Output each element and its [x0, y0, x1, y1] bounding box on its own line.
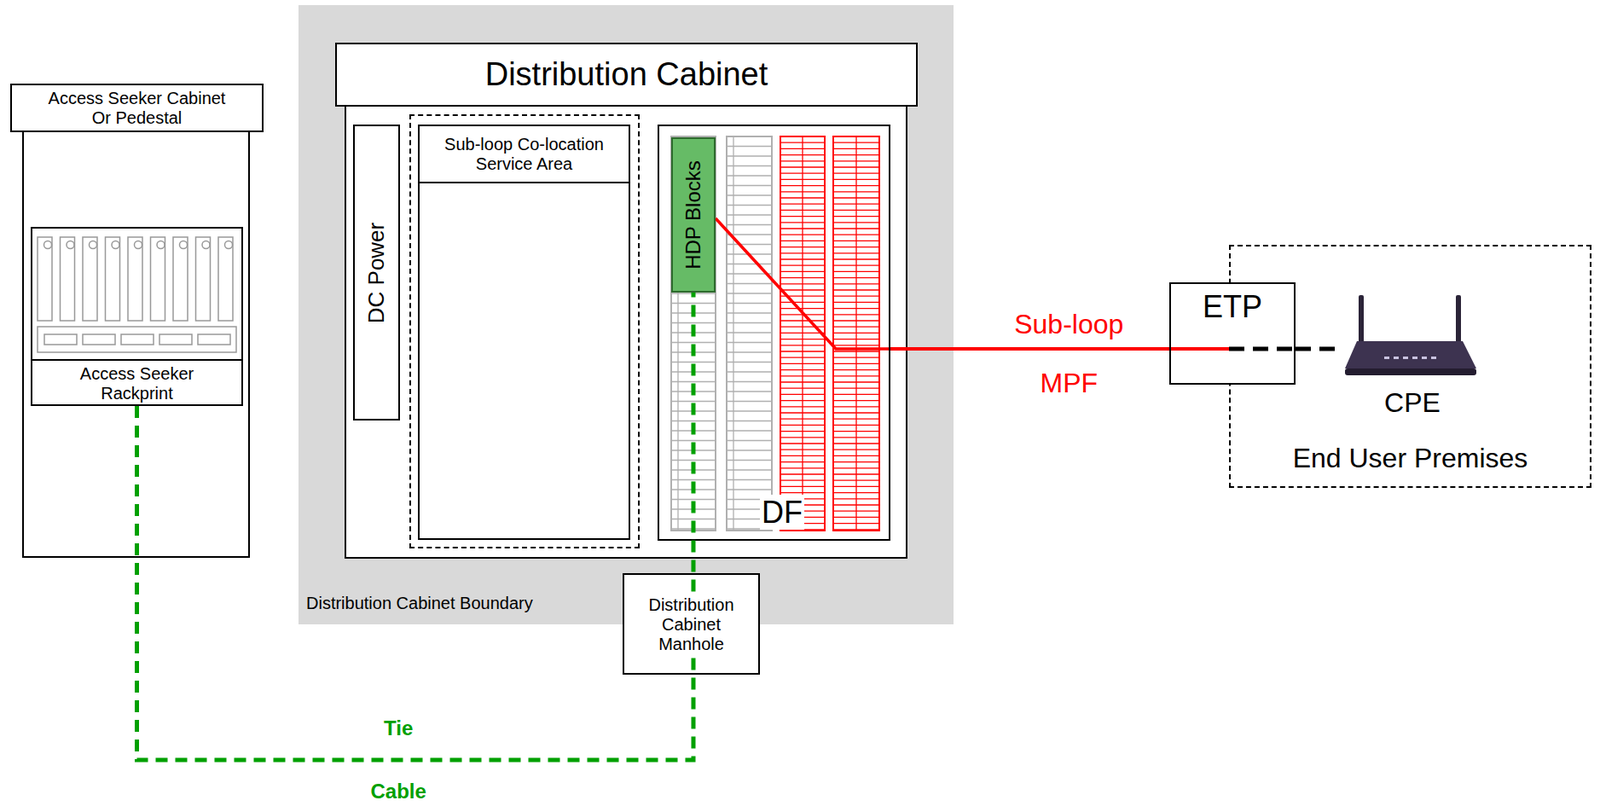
node-label: End User Premises: [1230, 442, 1590, 475]
node-label: CPE: [1339, 387, 1485, 419]
router-light: [1393, 356, 1399, 360]
co-location-area: Sub-loop Co-location Service Area: [409, 114, 640, 549]
router-light: [1431, 356, 1437, 360]
rack-bar: [37, 326, 237, 353]
router-light: [1402, 356, 1409, 360]
node-label: HDP Blocks: [681, 160, 706, 270]
rack-port: [197, 334, 231, 345]
node-label: Distribution Cabinet Boundary: [306, 593, 534, 614]
cabinet-box: Access Seeker Cabinet Or PedestalAccess …: [22, 130, 250, 558]
rack-slot: [173, 237, 188, 321]
rack-slot: [196, 237, 211, 321]
rack-slot: [105, 237, 121, 321]
cabinet-boundary: Distribution Cabinet Boundary Distributio…: [298, 5, 954, 625]
slot-led: [225, 241, 233, 250]
block-column: [780, 136, 825, 531]
rack-port: [121, 334, 154, 345]
block-rows: [833, 136, 880, 531]
block-rows: [671, 136, 716, 531]
node-label: DF: [759, 494, 805, 530]
service-label: MPF: [1040, 367, 1099, 400]
dc-power-box: DC Power: [353, 124, 400, 421]
slot-led: [202, 241, 210, 250]
slot-led: [66, 241, 75, 250]
node-label: Access Seeker Rackprint: [30, 359, 244, 406]
rack-slot: [150, 237, 166, 321]
premises-wire: [1228, 347, 1294, 352]
router-body: [1344, 341, 1477, 369]
rack-slot: [82, 237, 98, 321]
rack-slot: [127, 237, 143, 321]
node-label: Distribution Cabinet: [335, 42, 918, 107]
router-light: [1412, 356, 1418, 360]
rackprint-box: Access Seeker Rackprint: [30, 226, 244, 406]
slot-led: [179, 241, 188, 250]
router-base: [1344, 368, 1477, 376]
connector: [1295, 347, 1340, 352]
rack-slot: [60, 237, 76, 321]
slot-led: [89, 241, 98, 250]
block-rows: [780, 136, 825, 531]
node-label: Sub-loop Co-location Service Area: [417, 124, 631, 184]
manhole-box: Distribution Cabinet Manhole: [622, 573, 760, 675]
rack-port: [159, 334, 192, 345]
antenna: [1455, 295, 1461, 345]
service-area-body: [417, 181, 631, 540]
block-column: [833, 136, 880, 531]
slot-led: [134, 241, 143, 250]
jumper-wire: [715, 218, 889, 349]
distribution-frame: DF HDP Blocks: [657, 124, 891, 541]
edge-label: Tie Cable: [371, 696, 427, 812]
router-icon: [1339, 291, 1485, 381]
rack-port: [44, 334, 77, 345]
block-column: [726, 136, 772, 531]
rack-port: [82, 334, 116, 345]
etp-box: ETP: [1169, 282, 1296, 385]
node-label: DC Power: [364, 221, 390, 323]
router-light: [1384, 356, 1390, 360]
slot-led: [156, 241, 165, 250]
distribution-cabinet: Distribution CabinetDC PowerSub-loop Co-…: [344, 104, 908, 559]
slot-led: [111, 241, 120, 250]
slot-led: [44, 241, 53, 250]
node-label: Distribution Cabinet Manhole: [627, 594, 756, 654]
edge-label: Sub-loop: [1014, 308, 1124, 341]
subloop-wire: [1171, 347, 1229, 351]
rack-slot: [37, 237, 53, 321]
rack-slot: [218, 237, 233, 321]
router-light: [1421, 356, 1427, 360]
hdp-blocks: HDP Blocks: [671, 137, 716, 293]
node-label: Access Seeker Cabinet Or Pedestal: [10, 83, 264, 133]
rack-illustration: [32, 228, 242, 360]
block-rows: [726, 136, 772, 531]
cpe-router: CPE: [1339, 291, 1485, 429]
antenna: [1358, 295, 1364, 345]
node-label: ETP: [1171, 289, 1294, 325]
block-column: [671, 136, 716, 531]
